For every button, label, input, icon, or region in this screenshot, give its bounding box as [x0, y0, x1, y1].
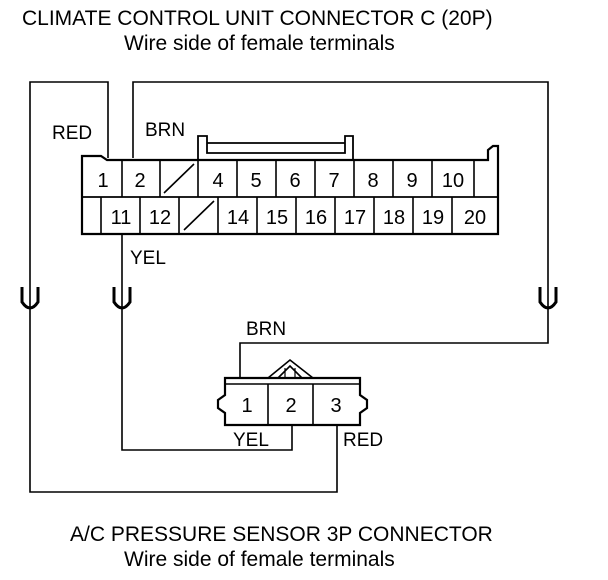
sensor-pin-label: 1	[241, 395, 252, 417]
sensor-pin-label: 2	[285, 395, 296, 417]
pin-label: 12	[149, 207, 171, 229]
pin-label: 11	[111, 207, 132, 229]
pin-label: 15	[266, 207, 288, 229]
red-wire	[29, 81, 338, 493]
pin-label: 1	[97, 170, 108, 192]
wire-label-yel-top: YEL	[130, 248, 166, 269]
pin-label: 14	[227, 207, 249, 229]
pin-label: 18	[383, 207, 405, 229]
wire-label-brn-top: BRN	[145, 120, 185, 141]
wire-break-left	[20, 287, 40, 310]
climate-control-connector-title: CLIMATE CONTROL UNIT CONNECTOR C (20P)	[22, 7, 493, 30]
pin-label: 19	[422, 207, 444, 229]
wire-label-red-bottom: RED	[343, 430, 383, 451]
pin-label: 4	[212, 170, 223, 192]
pin-label: 9	[406, 170, 417, 192]
wire-label-brn-bottom: BRN	[246, 319, 286, 340]
sensor-connector-outline	[216, 376, 369, 427]
pin-label: 8	[367, 170, 378, 192]
pin-label: 20	[464, 207, 486, 229]
pin-label: 6	[289, 170, 300, 192]
sensor-connector-title: A/C PRESSURE SENSOR 3P CONNECTOR	[70, 523, 493, 546]
pin-label: 2	[134, 170, 145, 192]
sensor-connector-latch	[267, 358, 314, 379]
brn-wire	[132, 81, 549, 378]
empty-cavity-3	[163, 163, 195, 194]
pin-label: 5	[250, 170, 261, 192]
pin-label: 10	[442, 170, 464, 192]
wire-label-red-top: RED	[52, 123, 92, 144]
climate-control-connector-subtitle: Wire side of female terminals	[124, 32, 395, 55]
wire-label-yel-bottom: YEL	[233, 430, 269, 451]
top-connector-outline	[80, 144, 500, 236]
top-connector-latch	[197, 135, 354, 160]
sensor-connector-subtitle: Wire side of female terminals	[124, 548, 395, 571]
pin-label: 17	[344, 207, 366, 229]
wire-break-right	[538, 287, 558, 310]
yel-wire	[121, 234, 293, 451]
empty-cavity-13	[183, 200, 215, 231]
wire-break-middle	[112, 287, 132, 310]
pin-label: 16	[305, 207, 327, 229]
pin-label: 7	[328, 170, 339, 192]
sensor-pin-label: 3	[330, 395, 341, 417]
